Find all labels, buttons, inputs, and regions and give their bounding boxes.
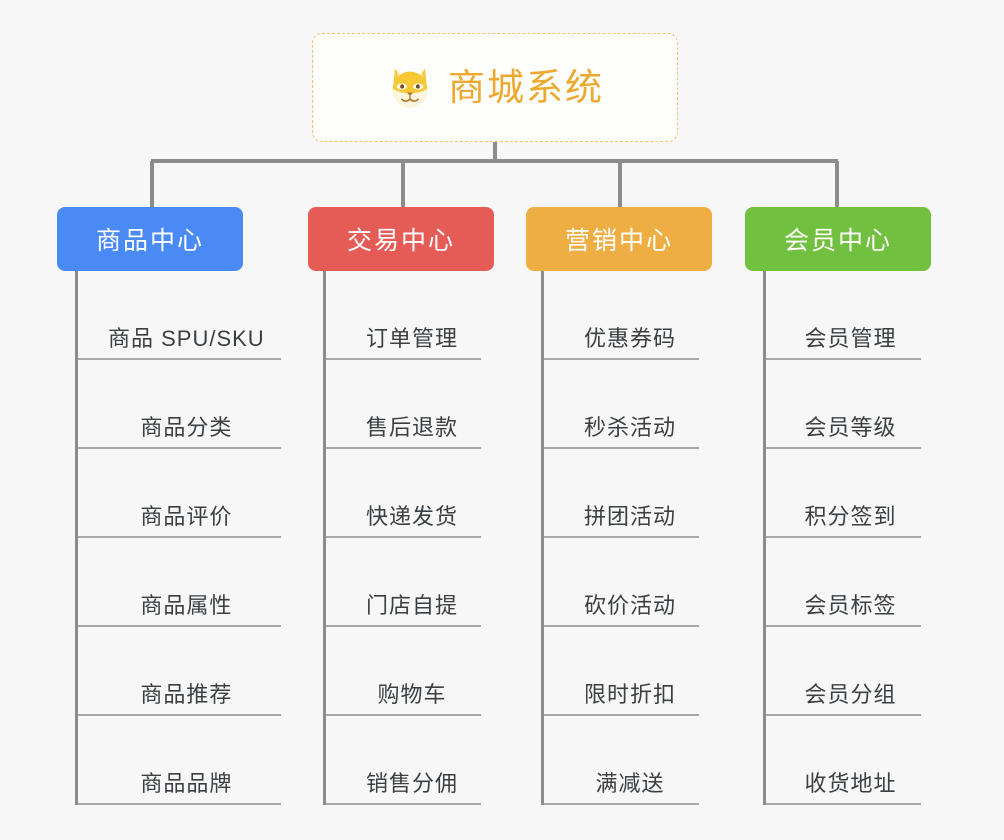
- category-box[interactable]: 交易中心: [308, 207, 494, 271]
- leaf-item[interactable]: 会员标签: [763, 538, 931, 627]
- leaf-label: 会员管理: [804, 326, 897, 351]
- leaf-label: 会员标签: [804, 593, 897, 618]
- leaf-item[interactable]: 销售分佣: [323, 716, 494, 805]
- leaf-underline: [78, 536, 281, 538]
- category-column: 营销中心优惠券码秒杀活动拼团活动砍价活动限时折扣满减送: [526, 207, 712, 805]
- leaf-item[interactable]: 商品分类: [75, 360, 285, 449]
- leaf-underline: [326, 447, 481, 449]
- leaf-list: 优惠券码秒杀活动拼团活动砍价活动限时折扣满减送: [526, 271, 712, 805]
- leaf-item[interactable]: 会员等级: [763, 360, 931, 449]
- leaf-label: 商品推荐: [140, 682, 233, 707]
- leaf-item[interactable]: 商品 SPU/SKU: [75, 271, 285, 360]
- category-box[interactable]: 会员中心: [745, 207, 931, 271]
- leaf-underline: [766, 447, 921, 449]
- leaf-underline: [544, 358, 699, 360]
- category-column: 商品中心商品 SPU/SKU 商品分类商品评价商品属性商品推荐商品品牌: [57, 207, 285, 805]
- leaf-underline: [766, 714, 921, 716]
- leaf-item[interactable]: 积分签到: [763, 449, 931, 538]
- root-node[interactable]: 商城系统: [312, 33, 678, 142]
- leaf-label: 限时折扣: [583, 682, 676, 707]
- leaf-item[interactable]: 收货地址: [763, 716, 931, 805]
- leaf-label: 售后退款: [365, 415, 458, 440]
- leaf-label: 商品 SPU/SKU: [108, 326, 265, 351]
- leaf-item[interactable]: 售后退款: [323, 360, 494, 449]
- leaf-label: 门店自提: [365, 593, 458, 618]
- leaf-label: 砍价活动: [583, 593, 676, 618]
- leaf-label: 优惠券码: [583, 326, 676, 351]
- leaf-label: 订单管理: [365, 326, 458, 351]
- leaf-item[interactable]: 商品评价: [75, 449, 285, 538]
- leaf-label: 拼团活动: [583, 504, 676, 529]
- leaf-underline: [326, 714, 481, 716]
- leaf-list: 会员管理会员等级积分签到会员标签会员分组收货地址: [745, 271, 931, 805]
- leaf-label: 销售分佣: [365, 771, 458, 796]
- leaf-underline: [326, 803, 481, 805]
- leaf-label: 商品品牌: [140, 771, 233, 796]
- leaf-item[interactable]: 拼团活动: [541, 449, 712, 538]
- leaf-item[interactable]: 会员管理: [763, 271, 931, 360]
- leaf-item[interactable]: 秒杀活动: [541, 360, 712, 449]
- leaf-label: 商品评价: [140, 504, 233, 529]
- leaf-label: 快递发货: [365, 504, 458, 529]
- category-column: 会员中心会员管理会员等级积分签到会员标签会员分组收货地址: [745, 207, 931, 805]
- leaf-underline: [766, 625, 921, 627]
- leaf-label: 商品属性: [140, 593, 233, 618]
- leaf-label: 积分签到: [804, 504, 897, 529]
- leaf-underline: [78, 714, 281, 716]
- leaf-underline: [326, 536, 481, 538]
- leaf-underline: [544, 536, 699, 538]
- leaf-underline: [766, 803, 921, 805]
- leaf-underline: [78, 358, 281, 360]
- leaf-item[interactable]: 订单管理: [323, 271, 494, 360]
- leaf-underline: [544, 447, 699, 449]
- leaf-item[interactable]: 满减送: [541, 716, 712, 805]
- leaf-item[interactable]: 商品品牌: [75, 716, 285, 805]
- leaf-item[interactable]: 商品属性: [75, 538, 285, 627]
- leaf-underline: [544, 803, 699, 805]
- root-title: 商城系统: [448, 67, 604, 108]
- leaf-underline: [766, 358, 921, 360]
- leaf-item[interactable]: 优惠券码: [541, 271, 712, 360]
- leaf-label: 会员等级: [804, 415, 897, 440]
- leaf-underline: [326, 358, 481, 360]
- leaf-item[interactable]: 购物车: [323, 627, 494, 716]
- category-box[interactable]: 商品中心: [57, 207, 243, 271]
- leaf-underline: [78, 803, 281, 805]
- leaf-item[interactable]: 门店自提: [323, 538, 494, 627]
- leaf-label: 收货地址: [804, 771, 897, 796]
- leaf-label: 购物车: [377, 682, 447, 707]
- leaf-underline: [326, 625, 481, 627]
- leaf-underline: [766, 536, 921, 538]
- leaf-label: 秒杀活动: [583, 415, 676, 440]
- leaf-item[interactable]: 会员分组: [763, 627, 931, 716]
- leaf-item[interactable]: 限时折扣: [541, 627, 712, 716]
- dog-face-icon: [392, 68, 428, 107]
- leaf-item[interactable]: 快递发货: [323, 449, 494, 538]
- leaf-underline: [544, 714, 699, 716]
- leaf-underline: [544, 625, 699, 627]
- category-column: 交易中心订单管理售后退款快递发货门店自提购物车销售分佣: [308, 207, 494, 805]
- leaf-item[interactable]: 砍价活动: [541, 538, 712, 627]
- leaf-label: 商品分类: [140, 415, 233, 440]
- leaf-label: 会员分组: [804, 682, 897, 707]
- leaf-label: 满减送: [595, 771, 665, 796]
- category-box[interactable]: 营销中心: [526, 207, 712, 271]
- leaf-item[interactable]: 商品推荐: [75, 627, 285, 716]
- leaf-underline: [78, 447, 281, 449]
- leaf-underline: [78, 625, 281, 627]
- leaf-list: 商品 SPU/SKU 商品分类商品评价商品属性商品推荐商品品牌: [57, 271, 285, 805]
- leaf-list: 订单管理售后退款快递发货门店自提购物车销售分佣: [308, 271, 494, 805]
